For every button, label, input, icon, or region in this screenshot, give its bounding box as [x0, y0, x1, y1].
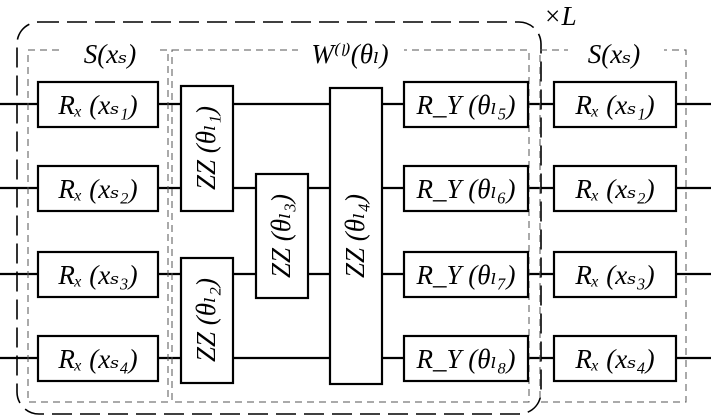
s-encoding-box-left: [27, 49, 169, 403]
ry-gate-4-label: R_Y (θₗ₈): [416, 344, 516, 374]
repeat-count-label: ×L: [543, 1, 576, 31]
zz-gate-2: [179, 256, 235, 385]
s-left-label: S(xₛ): [84, 39, 137, 69]
w-block-label: W⁽ˡ⁾(θₗ): [311, 39, 388, 69]
w-block-box: [171, 49, 530, 403]
ry-gate-1-label: R_Y (θₗ₅): [416, 90, 516, 120]
zz-gate-4: [328, 86, 384, 386]
ry-gate-2-label: R_Y (θₗ₆): [416, 174, 516, 204]
rx-gate-right-2: [552, 164, 678, 213]
rx-gate-right-3: [552, 250, 678, 299]
zz-gates: ZZ (θₗ₁) ZZ (θₗ₂) ZZ (θₗ₃) ZZ (θₗ₄): [179, 84, 384, 386]
rx-gate-right-1-label: Rₓ (xₛ₁): [574, 90, 654, 120]
rx-gate-right-4-label: Rₓ (xₛ₄): [574, 344, 654, 374]
right-encoding-gates: Rₓ (xₛ₁) Rₓ (xₛ₂) Rₓ (xₛ₃) Rₓ (xₛ₄): [552, 80, 678, 383]
ry-gate-3-label: R_Y (θₗ₇): [416, 260, 516, 290]
rx-gate-right-3-label: Rₓ (xₛ₃): [574, 260, 654, 290]
w-label-bg: [298, 34, 404, 66]
rx-gate-left-1-label: Rₓ (xₛ₁): [57, 90, 137, 120]
zz-gate-4-label: ZZ (θₗ₄): [340, 194, 370, 278]
rx-gate-left-4-label: Rₓ (xₛ₄): [57, 344, 137, 374]
rx-gate-left-3: [36, 250, 160, 299]
ry-gate-1: [402, 80, 530, 129]
zz-gate-2-label: ZZ (θₗ₂): [191, 278, 221, 362]
s-right-label: S(xₛ): [588, 39, 641, 69]
zz-gate-3: [254, 172, 310, 300]
rx-gate-right-4: [552, 334, 678, 383]
ry-gate-4: [402, 334, 530, 383]
rx-gate-left-2-label: Rₓ (xₛ₂): [57, 174, 137, 204]
rx-gate-left-2: [36, 164, 160, 213]
s-left-label-bg: [64, 38, 160, 66]
s-right-label-bg: [568, 38, 664, 66]
ry-gate-3: [402, 250, 530, 299]
ry-gate-2: [402, 164, 530, 213]
zz-gate-1-label: ZZ (θₗ₁): [191, 106, 221, 190]
rx-gate-left-3-label: Rₓ (xₛ₃): [57, 260, 137, 290]
left-encoding-gates: Rₓ (xₛ₁) Rₓ (xₛ₂) Rₓ (xₛ₃) Rₓ (xₛ₄): [36, 80, 160, 383]
zz-gate-3-label: ZZ (θₗ₃): [266, 194, 296, 278]
rx-gate-left-4: [36, 334, 160, 383]
ry-gates: R_Y (θₗ₅) R_Y (θₗ₆) R_Y (θₗ₇) R_Y (θₗ₈): [402, 80, 530, 383]
rx-gate-right-2-label: Rₓ (xₛ₂): [574, 174, 654, 204]
zz-gate-1: [179, 84, 235, 213]
rx-gate-right-1: [552, 80, 678, 129]
rx-gate-left-1: [36, 80, 160, 129]
repeated-layer-box: [16, 21, 542, 415]
